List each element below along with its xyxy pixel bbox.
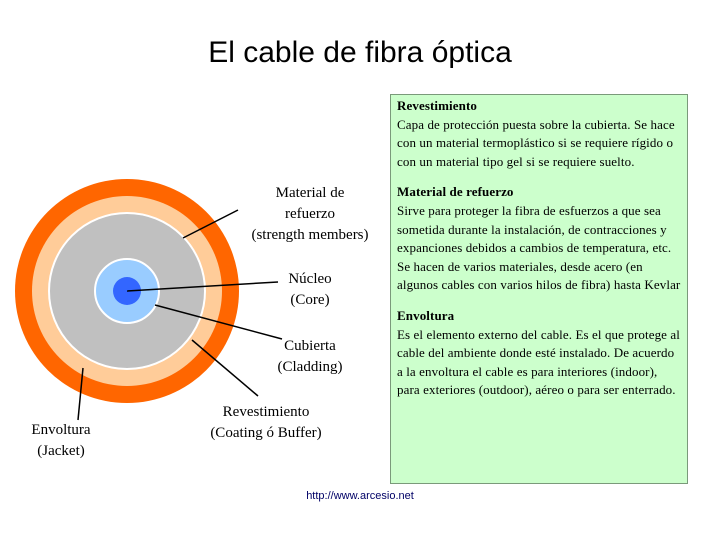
pointer-lines	[77, 209, 283, 421]
page-title: El cable de fibra óptica	[208, 36, 512, 69]
cladding-pointer	[154, 304, 283, 340]
section-envoltura: Envoltura Es el elemento externo del cab…	[397, 307, 681, 400]
coating-pointer	[191, 339, 259, 397]
jacket-pointer	[77, 367, 84, 421]
section-revestimiento: Revestimiento Capa de protección puesta …	[397, 97, 681, 171]
description-box: Revestimiento Capa de protección puesta …	[390, 94, 688, 484]
heading-revestimiento: Revestimiento	[397, 98, 477, 113]
text-refuerzo: Sirve para proteger la fibra de esfuerzo…	[397, 202, 681, 293]
text-envoltura: Es el elemento externo del cable. Es el …	[397, 326, 680, 398]
heading-refuerzo: Material de refuerzo	[397, 184, 514, 200]
core-pointer	[126, 281, 279, 292]
heading-envoltura: Envoltura	[397, 307, 455, 323]
label-cladding: Cubierta (Cladding)	[277, 338, 343, 375]
label-strength-members: Material de refuerzo (strength members)	[251, 185, 369, 243]
label-core: Núcleo (Core)	[288, 271, 332, 308]
label-coating: Revestimiento (Coating ó Buffer)	[210, 404, 322, 441]
text-revestimiento: Capa de protección puesta sobre la cubie…	[397, 116, 675, 169]
source-link[interactable]: http://www.arcesio.net	[306, 490, 414, 502]
label-jacket: Envoltura (Jacket)	[31, 422, 91, 459]
section-refuerzo: Material de refuerzo Sirve para proteger…	[397, 183, 681, 295]
strength-pointer	[182, 209, 239, 239]
